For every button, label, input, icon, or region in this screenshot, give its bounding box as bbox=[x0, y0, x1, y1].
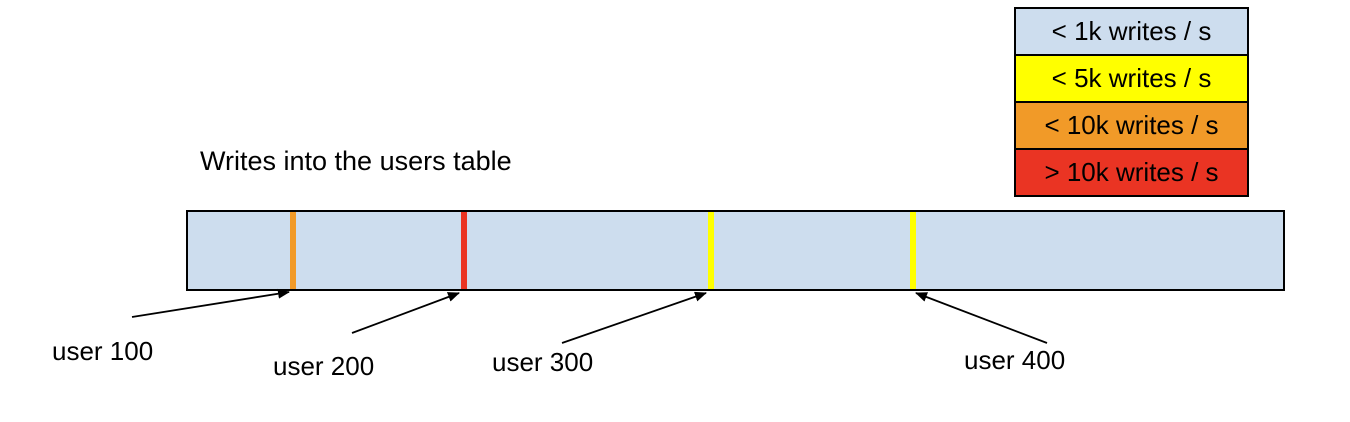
legend-item-lt-1k: < 1k writes / s bbox=[1016, 9, 1247, 56]
hotspot-tick-user-200 bbox=[461, 212, 467, 289]
diagram-title: Writes into the users table bbox=[200, 146, 512, 176]
arrow-user-100 bbox=[131, 288, 290, 318]
users-table-bar bbox=[186, 210, 1285, 291]
arrow-user-400 bbox=[915, 292, 1048, 344]
hotspot-tick-user-300 bbox=[708, 212, 714, 289]
user-400-label: user 400 bbox=[964, 345, 1066, 375]
write-rate-legend: < 1k writes / s < 5k writes / s < 10k wr… bbox=[1014, 7, 1249, 197]
user-200-label: user 200 bbox=[273, 351, 375, 381]
user-100-label: user 100 bbox=[52, 336, 154, 366]
arrow-user-300 bbox=[561, 291, 707, 344]
hotspot-tick-user-100 bbox=[290, 212, 296, 289]
user-300-label: user 300 bbox=[492, 347, 594, 377]
arrow-user-200 bbox=[351, 292, 460, 334]
legend-item-lt-10k: < 10k writes / s bbox=[1016, 103, 1247, 150]
legend-item-gt-10k: > 10k writes / s bbox=[1016, 150, 1247, 195]
hotspot-tick-user-400 bbox=[910, 212, 916, 289]
legend-item-lt-5k: < 5k writes / s bbox=[1016, 56, 1247, 103]
